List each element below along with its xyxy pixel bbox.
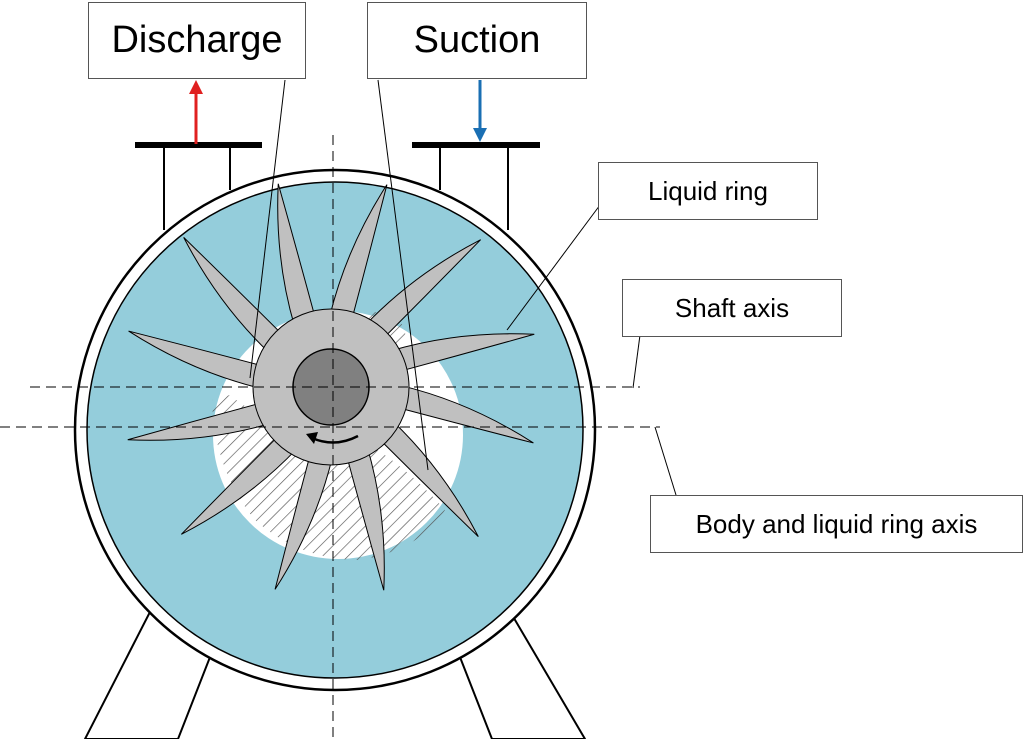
impeller-blade xyxy=(127,401,272,441)
body-axis-label: Body and liquid ring axis xyxy=(650,495,1023,553)
impeller-blade xyxy=(328,184,388,321)
impeller-blade xyxy=(128,330,265,390)
impeller-blade xyxy=(277,183,317,328)
impeller-blade xyxy=(345,446,385,591)
liquid-ring-label: Liquid ring xyxy=(598,162,818,220)
impeller-blade xyxy=(180,433,298,535)
pump-legs xyxy=(83,606,587,739)
impeller-blade xyxy=(274,453,334,590)
discharge-arrow-icon xyxy=(189,80,203,144)
impeller-blade xyxy=(390,333,535,373)
leader-lines xyxy=(249,79,677,496)
impeller-blade xyxy=(183,236,285,354)
impeller-blade xyxy=(364,239,482,341)
impeller-blade xyxy=(397,384,534,444)
discharge-label: Discharge xyxy=(88,2,306,79)
nozzle-pipes xyxy=(163,146,509,230)
shaft-axis-label: Shaft axis xyxy=(622,279,842,337)
rotation-arrowhead-icon xyxy=(306,432,318,444)
impeller xyxy=(127,183,535,591)
suction-arrow-icon xyxy=(473,80,487,142)
suction-label: Suction xyxy=(367,2,587,79)
impeller-blade xyxy=(377,420,479,538)
rotation-arrow-icon xyxy=(311,434,359,444)
axis-lines xyxy=(0,135,660,739)
